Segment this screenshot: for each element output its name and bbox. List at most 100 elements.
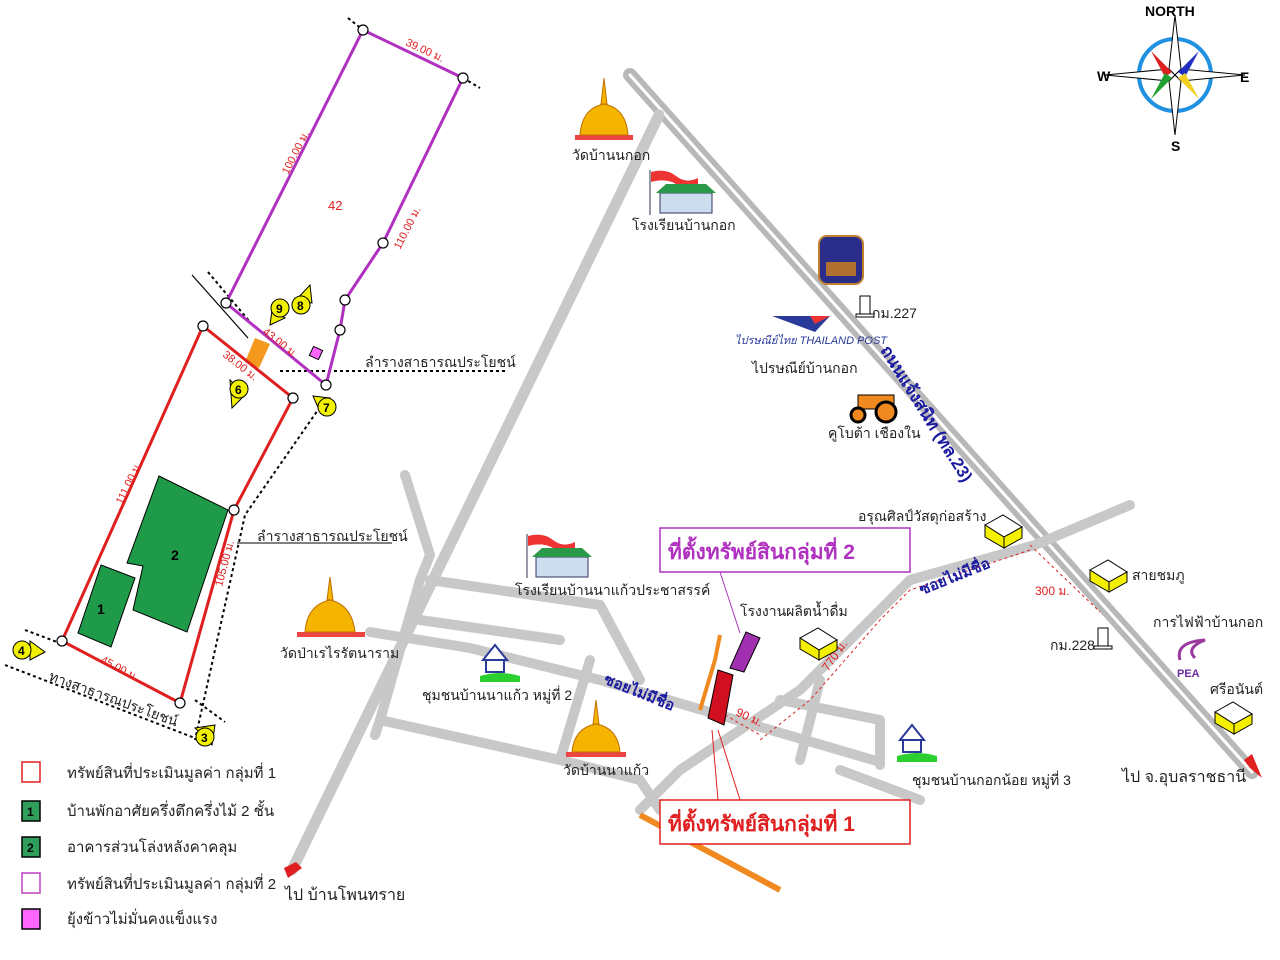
- property-group-1-location[interactable]: [707, 669, 734, 726]
- temple-icon: [575, 77, 633, 140]
- photo-marker[interactable]: 9: [269, 298, 290, 326]
- callout-group-1: ที่ตั้งทรัพย์สินกลุ่มที่ 1: [659, 799, 911, 845]
- photo-marker[interactable]: 7: [312, 395, 337, 417]
- sri-anan-label: ศรีอนันต์: [1210, 681, 1263, 697]
- shop-box-icon: [1089, 559, 1128, 593]
- building-2: [126, 475, 229, 633]
- village-road: [425, 575, 645, 685]
- community-icon: [480, 643, 520, 682]
- arun-label: อรุณศิลป์วัสดุก่อสร้าง: [858, 508, 986, 525]
- shop-box-icon: [984, 514, 1023, 549]
- temple-icon: [297, 576, 365, 637]
- orange-structure: [245, 338, 270, 368]
- legend-item: ยุ้งข้าวไม่มั่นคงแข็งแรง: [21, 908, 217, 930]
- plot-group-1-boundary: [60, 323, 295, 706]
- property-group-2-location[interactable]: [729, 631, 761, 673]
- svg-text:ยุ้งข้าวไม่มั่นคงแข็งแรง: ยุ้งข้าวไม่มั่นคงแข็งแรง: [67, 908, 217, 929]
- svg-text:3: 3: [201, 731, 208, 745]
- village-road: [795, 675, 825, 765]
- callout-leader: [719, 571, 741, 634]
- boundary-pins: [56, 24, 469, 709]
- water-factory-label: โรงงานผลิตน้ำดื่ม: [740, 601, 848, 619]
- wat-pa-label: วัดป่าเรไรรัตนาราม: [280, 645, 399, 661]
- school-icon: [526, 534, 592, 578]
- compass-west-label: W: [1097, 68, 1111, 84]
- svg-text:อาคารส่วนโล่งหลังคาคลุม: อาคารส่วนโล่งหลังคาคลุม: [67, 838, 237, 857]
- svg-text:ทรัพย์สินที่ประเมินมูลค่า กลุ่: ทรัพย์สินที่ประเมินมูลค่า กลุ่มที่ 1: [67, 762, 276, 783]
- svg-text:PEA: PEA: [1177, 668, 1200, 680]
- callout-leader: [711, 729, 719, 801]
- to-phon-sai-label: ไป บ้านโพนทราย: [283, 885, 405, 904]
- canal-pointer-arrow: [191, 274, 249, 339]
- village-road: [365, 627, 885, 767]
- plot-group-2-boundary: [224, 28, 466, 388]
- community-na-kaeo-label: ชุมชนบ้านนาแก้ว หมู่ที่ 2: [422, 686, 572, 704]
- svg-text:1: 1: [27, 805, 34, 819]
- photo-marker[interactable]: 6: [229, 378, 249, 410]
- svg-text:4: 4: [18, 644, 25, 658]
- legend-item: ทรัพย์สินที่ประเมินมูลค่า กลุ่มที่ 2: [21, 872, 276, 894]
- callout-leader: [717, 729, 741, 801]
- km-post-icon: [1093, 627, 1113, 650]
- sai-chomphu-label: สายชมภู: [1132, 567, 1185, 584]
- temple-icon: [566, 699, 626, 757]
- post-office-label: ไปรษณีย์บ้านกอก: [751, 360, 858, 376]
- compass-south-label: S: [1171, 138, 1180, 154]
- direction-arrow-icon: [1244, 754, 1262, 778]
- wat-ban-kok-label: วัดบ้านนกอก: [572, 147, 650, 163]
- km-post-icon: [855, 295, 875, 318]
- callout-group-2: ที่ตั้งทรัพย์สินกลุ่มที่ 2: [659, 527, 911, 573]
- village-road: [370, 470, 435, 740]
- factory-box-icon: [799, 627, 838, 661]
- legend-item: 1 บ้านพักอาศัยครึ่งตึกครึ่งไม้ 2 ชั้น: [21, 800, 274, 822]
- plot-dimension: 45.00 ม.: [99, 654, 141, 684]
- legend-item: 2 อาคารส่วนโล่งหลังคาคลุม: [21, 836, 237, 858]
- distance-label: 300 ม.: [1035, 584, 1070, 598]
- plot-dimension: 111.00 ม.: [114, 460, 145, 506]
- school-na-kaeo-label: โรงเรียนบ้านนาแก้วประชาสรรค์: [515, 582, 710, 598]
- pea-logo: PEA: [1177, 638, 1206, 680]
- school-ban-kok-label: โรงเรียนบ้านกอก: [632, 217, 736, 233]
- photo-marker[interactable]: 3: [193, 724, 216, 747]
- km228-label: กม.228: [1050, 637, 1095, 653]
- svg-text:ไปรษณีย์ไทย THAILAND POST: ไปรษณีย์ไทย THAILAND POST: [735, 334, 888, 347]
- village-road: [415, 615, 565, 645]
- compass-north-label: NORTH: [1145, 3, 1195, 19]
- svg-text:6: 6: [235, 383, 242, 397]
- building-2-number: 2: [171, 547, 179, 563]
- shop-box-icon: [1214, 701, 1253, 735]
- kubota-label: คูโบต้า เชืองใน: [828, 425, 921, 442]
- km227-label: กม.227: [872, 305, 917, 321]
- distance-line: [724, 714, 761, 736]
- svg-text:บ้านพักอาศัยครึ่งตึกครึ่งไม้ 2: บ้านพักอาศัยครึ่งตึกครึ่งไม้ 2 ชั้น: [67, 800, 274, 820]
- rice-barn: [308, 345, 324, 361]
- legend-item: ทรัพย์สินที่ประเมินมูลค่า กลุ่มที่ 1: [21, 761, 276, 783]
- road-to-phon-sai: [286, 109, 665, 876]
- village-road: [555, 655, 595, 765]
- photo-marker[interactable]: 8: [291, 283, 313, 315]
- distance-line: [759, 549, 1031, 741]
- orange-path: [698, 634, 722, 711]
- tractor-icon: [849, 394, 898, 424]
- svg-text:ที่ตั้งทรัพย์สินกลุ่มที่ 1: ที่ตั้งทรัพย์สินกลุ่มที่ 1: [668, 808, 855, 838]
- thailand-post-logo: ไปรษณีย์ไทย THAILAND POST: [735, 316, 888, 347]
- to-ubon-label: ไป จ.อุบลราชธานี: [1120, 767, 1246, 787]
- wat-na-kaeo-label: วัดบ้านนาแก้ว: [563, 762, 649, 778]
- road-network: [286, 68, 1259, 876]
- direction-arrow-icon: [284, 862, 302, 878]
- svg-text:2: 2: [27, 841, 34, 855]
- building-1-number: 1: [97, 601, 105, 617]
- compass-east-label: E: [1240, 69, 1249, 85]
- svg-text:ทรัพย์สินที่ประเมินมูลค่า กลุ่: ทรัพย์สินที่ประเมินมูลค่า กลุ่มที่ 2: [67, 873, 276, 894]
- community-kok-noi-label: ชุมชนบ้านกอกน้อย หมู่ที่ 3: [912, 771, 1071, 789]
- photo-marker[interactable]: 4: [12, 640, 46, 661]
- canal-label: ลำรางสาธารณประโยชน์: [257, 528, 408, 544]
- school-icon: [649, 170, 716, 215]
- pea-office-label: การไฟฟ้าบ้านกอก: [1153, 614, 1263, 630]
- svg-text:8: 8: [297, 299, 304, 313]
- parcel-number: 42: [328, 198, 342, 213]
- distance-line: [1029, 544, 1101, 613]
- village-road: [835, 765, 925, 805]
- soi-road: [635, 500, 1135, 815]
